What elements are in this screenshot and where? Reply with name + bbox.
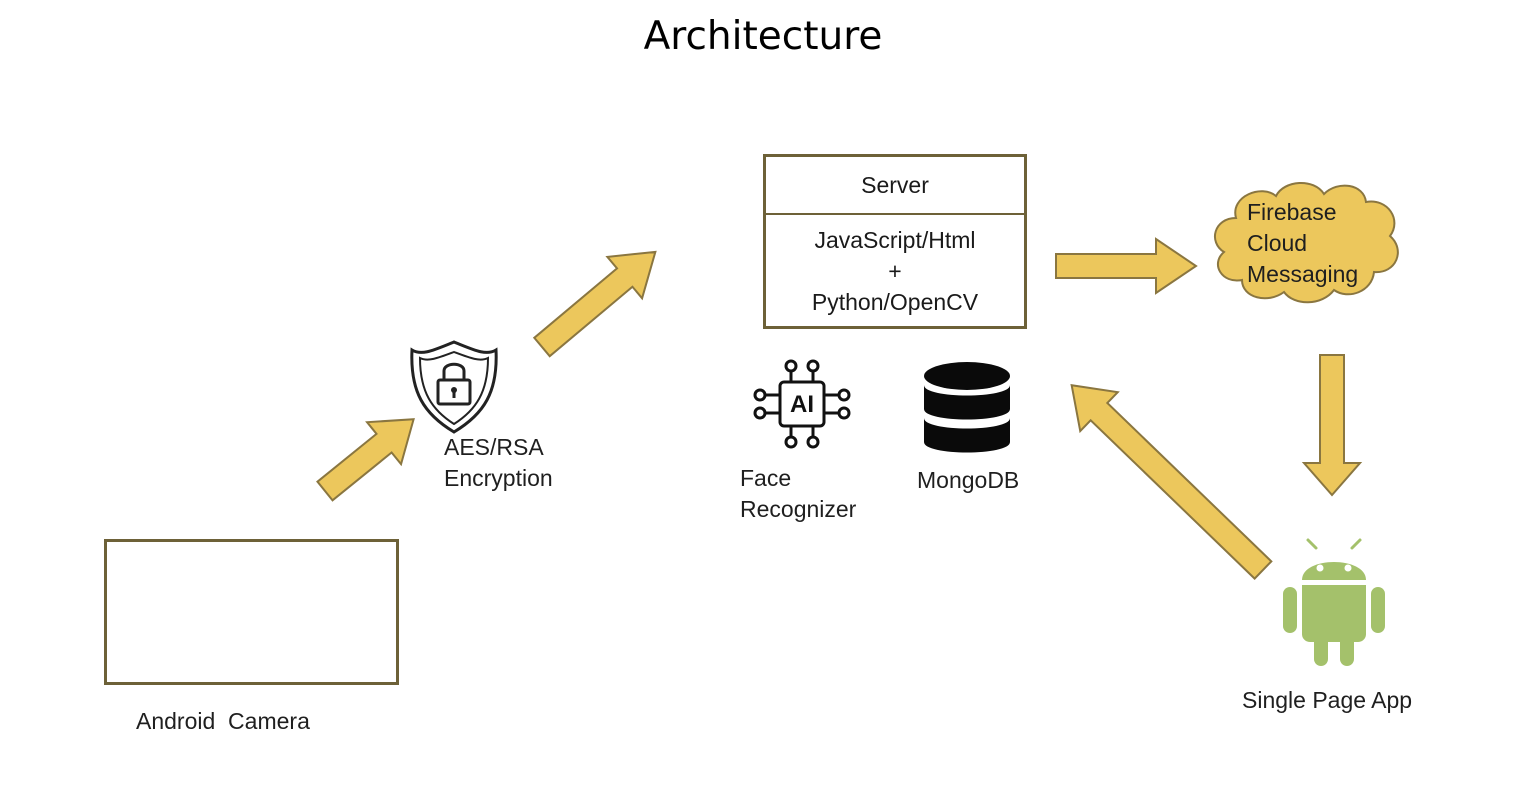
device-box [104, 539, 399, 685]
cloud-label: Firebase Cloud Messaging [1247, 197, 1358, 290]
arrow-encryption-to-server [532, 250, 657, 358]
face-recognizer-label-line-2: Recognizer [740, 496, 857, 522]
server-box: Server JavaScript/Html + Python/OpenCV [763, 154, 1027, 329]
server-stack-line-1: JavaScript/Html [814, 227, 976, 253]
device-label: Android Camera [136, 708, 310, 734]
android-icon [1283, 538, 1385, 666]
shield-lock-icon [410, 340, 498, 434]
encryption-label-line-1: AES/RSA [444, 434, 544, 460]
svg-text:AI: AI [790, 391, 814, 418]
arrow-device-to-encryption [316, 418, 415, 502]
encryption-label: AES/RSA Encryption [444, 432, 553, 494]
page-title: Architecture [643, 14, 883, 59]
face-recognizer-label-line-1: Face [740, 465, 792, 491]
server-stack-line-2: + [888, 258, 902, 284]
arrow-cloud-to-app [1301, 354, 1363, 497]
cloud-icon [1214, 181, 1399, 304]
database-icon [924, 362, 1010, 453]
arrow-server-to-cloud [1055, 237, 1198, 295]
arrow-app-to-server [1070, 384, 1273, 581]
cloud-label-line-2: Cloud [1247, 230, 1308, 256]
server-header: Server [766, 157, 1024, 215]
database-label: MongoDB [917, 467, 1020, 493]
app-label: Single Page App [1242, 687, 1413, 713]
encryption-label-line-2: Encryption [444, 465, 553, 491]
server-stack: JavaScript/Html + Python/OpenCV [766, 215, 1024, 318]
ai-chip-icon: AI [753, 359, 851, 449]
cloud-label-line-3: Messaging [1247, 261, 1359, 287]
cloud-label-line-1: Firebase [1247, 199, 1337, 225]
server-stack-line-3: Python/OpenCV [811, 289, 979, 315]
face-recognizer-label: Face Recognizer [740, 463, 856, 525]
